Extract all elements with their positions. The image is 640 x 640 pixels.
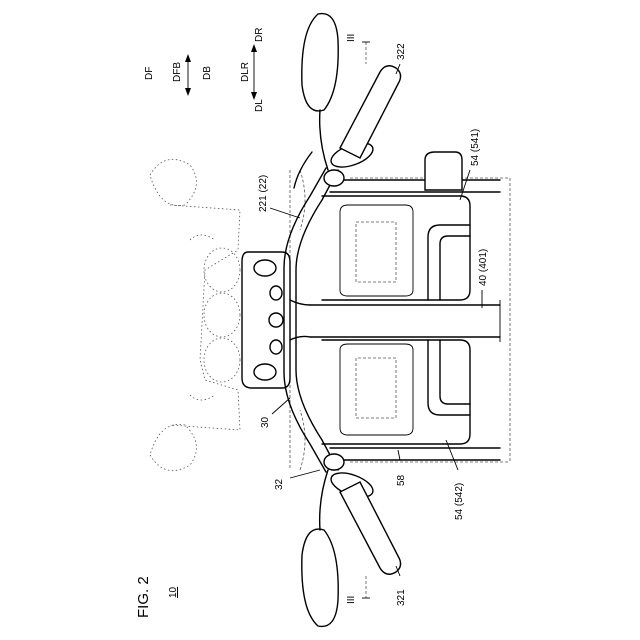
rail-right	[425, 152, 470, 300]
section-mark-bottom: III	[346, 596, 357, 604]
label-frame: 40 (401)	[478, 249, 489, 286]
frame-tube	[310, 180, 500, 460]
section-mark-top: III	[346, 34, 357, 42]
mirror-left	[302, 470, 338, 626]
dir-db-label: DB	[202, 66, 213, 80]
section-line-bottom	[362, 576, 370, 598]
dir-dfb-label: DFB	[172, 62, 183, 82]
dir-dlr-label: DLR	[240, 62, 251, 82]
label-grip-left: 321	[396, 589, 407, 606]
dir-dl-label: DL	[254, 99, 265, 112]
label-handlebar: 30	[260, 416, 271, 428]
figure-title: FIG. 2	[135, 576, 152, 618]
body-boundary	[350, 178, 510, 462]
direction-arrow-dfb	[185, 54, 191, 96]
dir-df-label: DF	[144, 67, 155, 80]
label-bar-end: 32	[274, 478, 285, 490]
figure-ref-main: 10	[168, 586, 179, 598]
cover-right	[322, 196, 470, 300]
label-cover-left: 54 (542)	[454, 483, 465, 520]
top-bridge	[242, 252, 290, 388]
handlebar	[284, 168, 338, 472]
cover-left	[322, 340, 470, 444]
section-line-top	[362, 42, 370, 64]
label-lower-part: 58	[396, 474, 407, 486]
label-fork: 221 (22)	[258, 175, 269, 212]
label-cover-right: 54 (541)	[470, 129, 481, 166]
leader-lines	[270, 64, 482, 576]
rail-left	[428, 340, 470, 415]
dir-dr-label: DR	[254, 28, 265, 42]
label-grip-right: 322	[396, 43, 407, 60]
direction-arrow-dlr	[251, 44, 257, 100]
